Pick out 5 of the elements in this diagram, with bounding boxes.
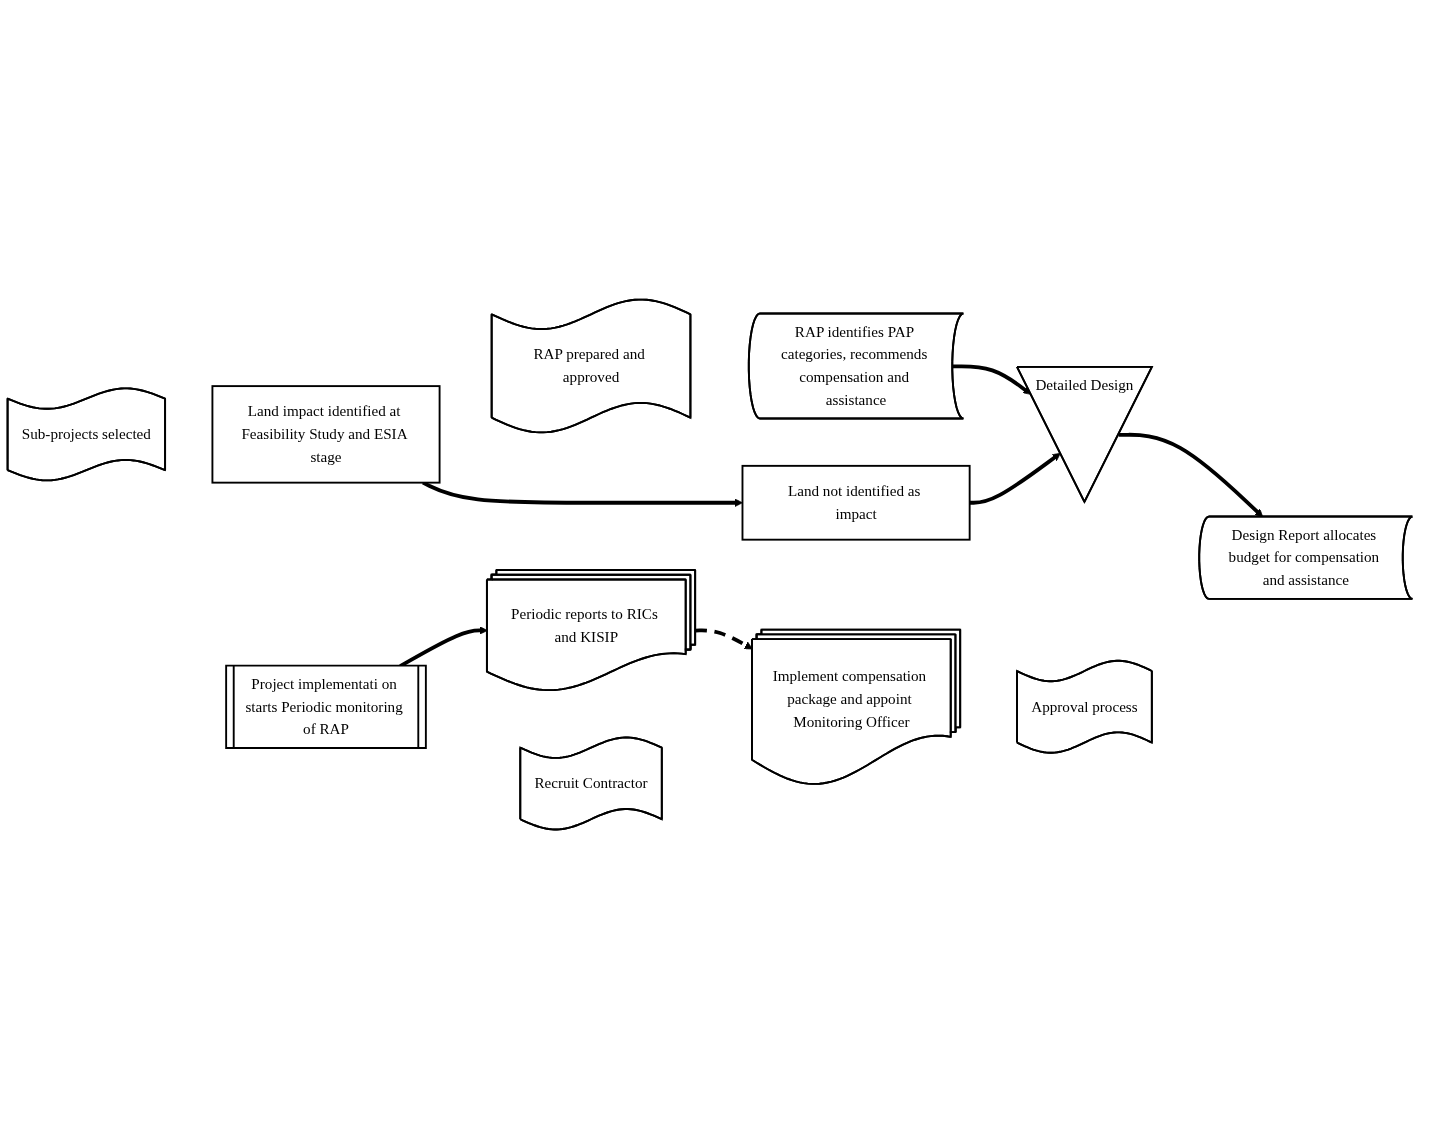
node-box: Land not identified as impact [741,465,971,542]
node-box: Land impact identified at Feasibility Study and ESIA stage [211,385,441,485]
arrow [695,629,753,650]
arrow [969,453,1061,506]
arrow [1118,433,1264,518]
